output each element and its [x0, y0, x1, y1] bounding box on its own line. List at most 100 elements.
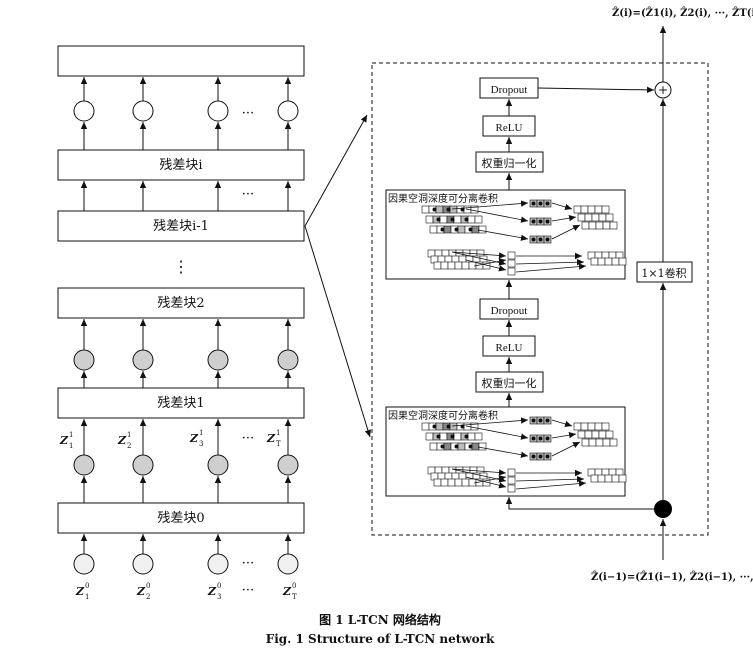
- ellipsis-top: ···: [242, 106, 254, 121]
- output-cell: [587, 422, 596, 431]
- conv-arrow: [451, 200, 529, 210]
- svg-text:Z: Z: [59, 434, 69, 447]
- block-0-box: [57, 502, 305, 534]
- output-node: [207, 100, 229, 122]
- conv-arrow: [551, 431, 577, 439]
- kernel-dot: [538, 418, 543, 423]
- hidden-node: [277, 349, 299, 371]
- input-cell: [467, 432, 476, 441]
- input-node: [73, 553, 95, 575]
- pointwise-output-cell: [590, 257, 599, 266]
- pointwise-output-cell: [618, 474, 627, 483]
- tap-dot: [440, 227, 445, 232]
- output-node: [132, 100, 154, 122]
- output-cell: [591, 430, 600, 439]
- input-cell: [478, 225, 487, 234]
- zoom-line-upper: [304, 114, 368, 227]
- block-i-box: [57, 149, 305, 181]
- output-cell: [609, 438, 618, 447]
- block-i-label: 残差块i: [159, 158, 202, 173]
- dropout-label-bottom: Dropout: [491, 305, 528, 317]
- kernel-dot: [545, 237, 550, 242]
- svg-text:Z: Z: [282, 585, 292, 598]
- conv-arrow: [551, 419, 573, 428]
- output-cell: [580, 422, 589, 431]
- input-node: [277, 553, 299, 575]
- causal-conv-label-bottom: 因果空洞深度可分离卷积: [388, 409, 498, 422]
- zoom-line-lower: [304, 225, 371, 438]
- svg-text:Z: Z: [136, 585, 146, 598]
- sum-symbol: +: [658, 83, 668, 97]
- input-cell: [457, 442, 466, 451]
- block-2-box: [57, 287, 305, 319]
- arrow-dropout-to-sum: [537, 86, 655, 94]
- output-cell: [595, 438, 604, 447]
- input-node: [207, 553, 229, 575]
- pointwise-arrow: [465, 476, 507, 489]
- input-cell: [429, 442, 438, 451]
- input-cell: [443, 442, 452, 451]
- svg-text:Z: Z: [75, 585, 85, 598]
- kernel-dot: [538, 237, 543, 242]
- tap-dot: [446, 207, 451, 212]
- hidden-node: [73, 349, 95, 371]
- relu-label-bottom: ReLU: [496, 342, 523, 354]
- input-cell: [478, 442, 487, 451]
- tap-dot: [464, 434, 469, 439]
- svg-text:0: 0: [217, 582, 221, 590]
- pointwise-arrow: [473, 258, 507, 267]
- kernel-dot: [545, 201, 550, 206]
- tap-dot: [436, 217, 441, 222]
- kernel-dot: [545, 418, 550, 423]
- input-cell: [470, 422, 479, 431]
- detail-dashed-frame: [371, 62, 709, 536]
- pointwise-input-cell: [440, 261, 449, 270]
- tap-dot: [468, 227, 473, 232]
- svg-text:0: 0: [85, 582, 89, 590]
- pointwise-output-cell: [604, 474, 613, 483]
- kernel-dot: [538, 454, 543, 459]
- kernel-dot: [531, 237, 536, 242]
- svg-text:1: 1: [127, 431, 131, 439]
- conv-arrow: [477, 229, 529, 241]
- output-cell: [580, 205, 589, 214]
- tap-dot: [436, 434, 441, 439]
- pointwise-input-cell: [454, 261, 463, 270]
- output-cell: [605, 430, 614, 439]
- tap-dot: [446, 424, 451, 429]
- input-cell: [439, 215, 448, 224]
- output-node: [277, 100, 299, 122]
- tap-dot: [450, 434, 455, 439]
- pointwise-output-cell: [604, 257, 613, 266]
- pointwise-input-cell: [433, 478, 442, 487]
- pointwise-output-cell: [597, 474, 606, 483]
- input-cell: [474, 432, 483, 441]
- input-cell: [421, 205, 430, 214]
- block-i-minus-1-box: [57, 210, 305, 242]
- pointwise-arrow: [515, 480, 587, 490]
- output-cell: [588, 221, 597, 230]
- kernel-dot: [538, 219, 543, 224]
- output-cell: [584, 430, 593, 439]
- output-cell: [601, 205, 610, 214]
- ellipsis-z0: ···: [242, 583, 254, 598]
- tap-dot: [440, 444, 445, 449]
- svg-text:1: 1: [69, 431, 73, 439]
- input-cell: [449, 422, 458, 431]
- input-cell: [471, 442, 480, 451]
- conv-illustration-top: [421, 199, 627, 276]
- pointwise-input-cell: [454, 478, 463, 487]
- left-columns: [73, 77, 299, 575]
- input-cell: [457, 225, 466, 234]
- pointwise-kernel-cell: [507, 251, 516, 260]
- hidden-node: [207, 349, 229, 371]
- input-cell: [453, 432, 462, 441]
- ellipsis-z1: ···: [242, 431, 254, 446]
- tap-dot: [432, 207, 437, 212]
- output-cell: [577, 213, 586, 222]
